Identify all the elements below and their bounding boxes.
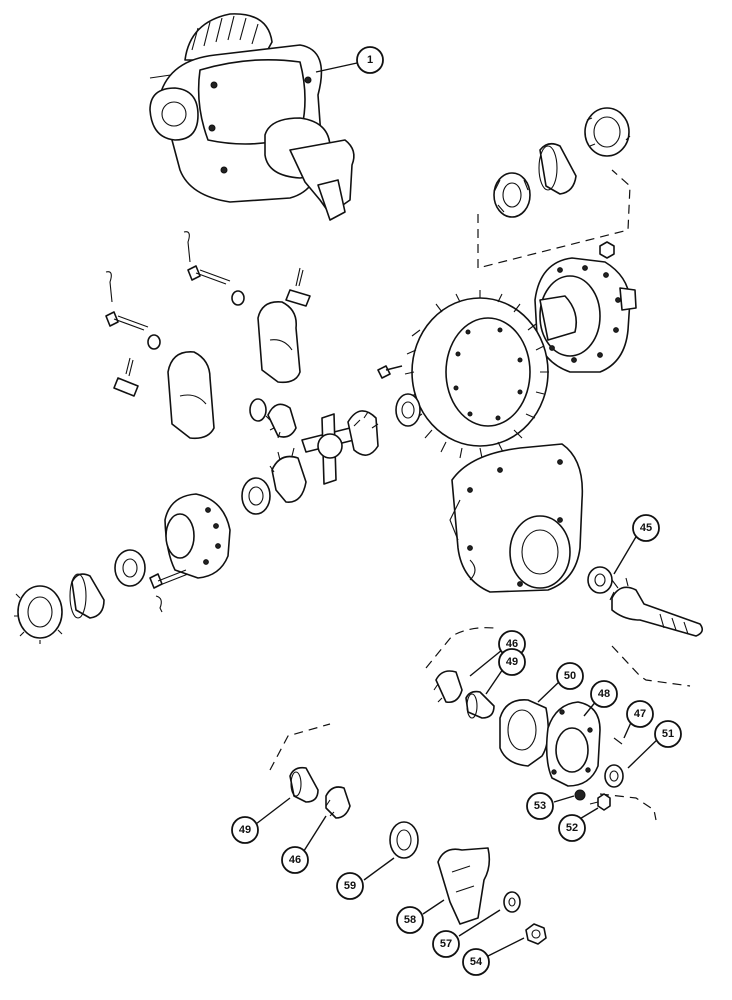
callout-53: 53 xyxy=(526,792,554,820)
callout-47: 47 xyxy=(626,700,654,728)
pinion-bearing-retainer-part xyxy=(545,701,601,787)
bearing-cone-lower-part xyxy=(325,786,351,819)
callout-51: 51 xyxy=(654,720,682,748)
adjuster-ring-left-part xyxy=(14,585,63,644)
pinion-seal-part xyxy=(389,821,419,859)
dashed-group-upper xyxy=(425,627,691,687)
side-gear-washer-part xyxy=(249,398,267,422)
svg-text:49: 49 xyxy=(239,824,251,836)
svg-text:49: 49 xyxy=(506,656,518,668)
bearing-cap-upper-part xyxy=(257,301,301,384)
callout-57: 57 xyxy=(432,930,460,958)
differential-spider-part xyxy=(301,413,355,485)
callout-49-lower: 49 xyxy=(231,816,259,844)
svg-text:57: 57 xyxy=(440,938,452,950)
bearing-set-upper-part xyxy=(477,107,631,269)
carrier-housing-part xyxy=(449,443,584,593)
case-bolt-part xyxy=(149,569,189,613)
bearing-cap-lower-part xyxy=(167,351,215,440)
bearing-cup-lower-part xyxy=(289,766,319,803)
callout-48: 48 xyxy=(590,680,618,708)
callout-49-upper: 49 xyxy=(498,648,526,676)
pinion-bearing-cup-part xyxy=(465,690,495,719)
pinion-gear-right-part xyxy=(347,410,379,456)
callout-54: 54 xyxy=(462,948,490,976)
bearing-cone-left-part xyxy=(114,549,146,587)
retainer-gasket-part xyxy=(499,699,550,767)
oil-seal-part xyxy=(604,764,624,788)
svg-text:53: 53 xyxy=(534,800,546,812)
dashed-group-lower xyxy=(269,723,657,821)
thrust-washer-right-part xyxy=(395,393,421,427)
hex-nut-part xyxy=(599,241,615,259)
pinion-gear-left-part xyxy=(265,403,297,439)
pinion-nut-part xyxy=(525,923,547,945)
svg-text:50: 50 xyxy=(564,670,576,682)
differential-assembly-part xyxy=(149,13,355,221)
svg-text:51: 51 xyxy=(662,728,674,740)
svg-text:48: 48 xyxy=(598,688,610,700)
svg-text:47: 47 xyxy=(634,708,646,720)
ring-gear-part xyxy=(404,290,549,459)
retainer-bolt-part xyxy=(589,793,611,811)
callout-59: 59 xyxy=(336,872,364,900)
callout-58: 58 xyxy=(396,906,424,934)
drive-pinion-part xyxy=(609,577,704,637)
svg-text:46: 46 xyxy=(289,854,301,866)
callout-46-lower: 46 xyxy=(281,846,309,874)
cotter-pins-part xyxy=(105,231,304,377)
callout-1: 1 xyxy=(356,46,384,74)
thrust-washer-left-part xyxy=(241,477,271,515)
pinion-bearing-part xyxy=(587,566,613,594)
callout-45: 45 xyxy=(632,514,660,542)
svg-text:59: 59 xyxy=(344,880,356,892)
leader-lines xyxy=(255,62,662,957)
retainer-nut-washer-part xyxy=(574,789,586,801)
side-gear-part xyxy=(269,447,307,503)
differential-case-left-part xyxy=(164,493,231,579)
svg-text:52: 52 xyxy=(566,822,578,834)
lock-plates-part xyxy=(113,289,311,397)
differential-case-flange-part xyxy=(534,257,637,373)
svg-text:45: 45 xyxy=(640,522,652,534)
dowel-pin-part xyxy=(613,737,623,745)
pinion-yoke-part xyxy=(437,847,491,925)
cap-bolts-part xyxy=(105,265,245,350)
svg-text:46: 46 xyxy=(506,638,518,650)
svg-text:1: 1 xyxy=(367,54,373,66)
bearing-cup-left-part xyxy=(69,573,105,619)
pinion-washer-part xyxy=(503,891,521,913)
callout-52: 52 xyxy=(558,814,586,842)
svg-text:58: 58 xyxy=(404,914,416,926)
callout-50: 50 xyxy=(556,662,584,690)
svg-text:54: 54 xyxy=(470,956,483,968)
ring-gear-bolt-part xyxy=(377,365,403,379)
pinion-bearing-cone-part xyxy=(433,670,463,704)
